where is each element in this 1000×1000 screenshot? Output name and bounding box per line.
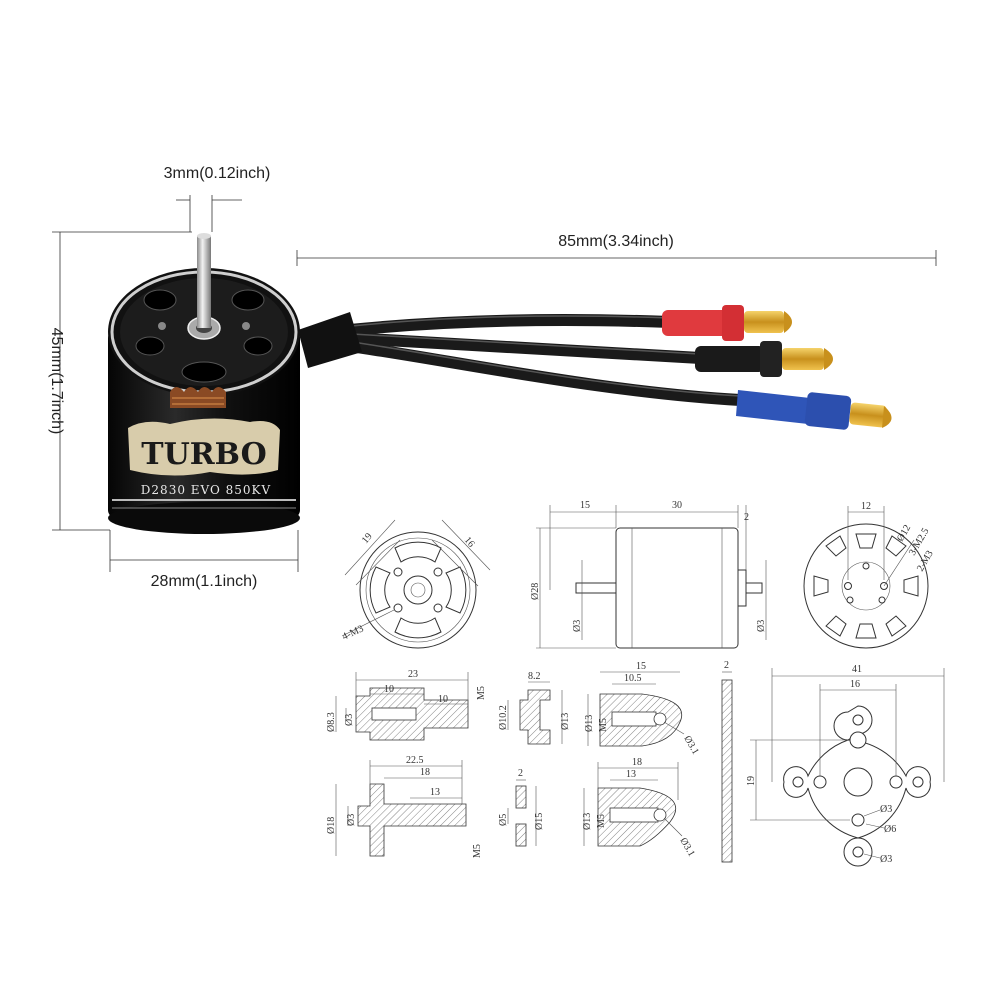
wire-bundle: [298, 312, 746, 406]
nut-b-drawing: 18 13 M5 Ø13 Ø3.1: [582, 757, 697, 859]
model-label: D2830 EVO 850KV: [141, 483, 271, 497]
nut-a-len-label: 15: [636, 661, 646, 672]
blue-connector: [736, 390, 892, 430]
height-dimension: 45mm(1.7inch): [48, 231, 192, 531]
collet-drawing: 8.2 Ø10.2 Ø13: [498, 671, 571, 745]
adapter-b-l2-label: 13: [430, 787, 440, 798]
front-view-drawing: 19 16 4-M3: [341, 519, 491, 649]
nut-a-tip-label: Ø3.1: [681, 734, 700, 757]
brand-logo: TURBO: [128, 418, 280, 476]
washer-din-label: Ø5: [498, 814, 509, 826]
collet-dout-label: Ø10.2: [498, 705, 509, 730]
adapter-a-len-label: 23: [408, 669, 418, 680]
adapter-a-dout-label: Ø8.3: [326, 712, 337, 732]
washer-t-label: 2: [518, 768, 523, 779]
nut-b-thread-label: M5: [596, 814, 607, 828]
side-dia-label: Ø28: [530, 583, 541, 600]
plate-h-label: 19: [746, 776, 757, 786]
plate-edge-t-label: 2: [724, 660, 729, 671]
rear-pcd-label: Ø12: [895, 523, 913, 543]
plate-w-label: 41: [852, 664, 862, 675]
front-d2-label: 16: [462, 535, 477, 550]
plate-d3-label: Ø3: [880, 854, 892, 865]
mounting-plate-drawing: 41 16 19 Ø3 Ø6 Ø3: [746, 664, 945, 867]
motor-body: TURBO D2830 EVO 850KV: [108, 233, 300, 534]
rear-view-drawing: 12 Ø12 3-M2.5 2-M3: [803, 501, 936, 649]
red-connector: [662, 305, 792, 341]
black-connector: [695, 341, 833, 377]
adapter-b-din-label: Ø3: [346, 814, 357, 826]
plate-d1-label: Ø3: [880, 804, 892, 815]
washer-dout-label: Ø15: [534, 813, 545, 830]
rear-w-label: 12: [861, 501, 871, 512]
adapter-b-thread-label: M5: [472, 844, 483, 858]
nut-a-thread-label: M5: [598, 718, 609, 732]
side-gap-label: 2: [744, 512, 749, 523]
front-d1-label: 19: [360, 531, 375, 546]
adapter-b-l1-label: 18: [420, 767, 430, 778]
diameter-label: 28mm(1.1inch): [151, 573, 258, 590]
adapter-b-dout-label: Ø18: [326, 817, 337, 834]
adapter-a-din-label: Ø3: [344, 714, 355, 726]
nut-b-tip-label: Ø3.1: [677, 836, 696, 859]
diameter-dimension: 28mm(1.1inch): [109, 530, 299, 590]
shaft-dimension-label: 3mm(0.12inch): [164, 165, 271, 182]
side-body-label: 30: [672, 500, 682, 511]
plate-edge-drawing: 2: [721, 660, 733, 863]
plate-d2-label: Ø6: [884, 824, 896, 835]
nut-a-l1-label: 10.5: [624, 673, 642, 684]
nut-b-l1-label: 13: [626, 769, 636, 780]
adapter-b-drawing: 22.5 18 13 M5 Ø18 Ø3: [326, 755, 483, 858]
adapter-a-l2-label: 10: [438, 694, 448, 705]
nut-a-dout-label: Ø13: [584, 715, 595, 732]
collet-din-label: Ø13: [560, 713, 571, 730]
shaft-dimension: 3mm(0.12inch): [164, 165, 271, 232]
cable-length-dimension: 85mm(3.34inch): [296, 233, 937, 266]
plate-inner-label: 16: [850, 679, 860, 690]
cable-length-label: 85mm(3.34inch): [558, 233, 674, 250]
adapter-b-len-label: 22.5: [406, 755, 424, 766]
nut-a-drawing: 15 10.5 M5 Ø13 Ø3.1: [584, 661, 701, 757]
washer-drawing: 2 Ø5 Ø15: [498, 768, 545, 847]
nut-b-len-label: 18: [632, 757, 642, 768]
side-view-drawing: 15 30 2 Ø28 Ø3 Ø3: [530, 500, 767, 649]
nut-b-dout-label: Ø13: [582, 813, 593, 830]
adapter-a-thread-label: M5: [476, 686, 487, 700]
motor-photo: TURBO D2830 EVO 850KV: [108, 233, 892, 534]
side-shaft-dia-label: Ø3: [572, 620, 583, 632]
side-shaft-dia2-label: Ø3: [756, 620, 767, 632]
brand-label: TURBO: [141, 437, 266, 472]
collet-w-label: 8.2: [528, 671, 541, 682]
height-label: 45mm(1.7inch): [48, 328, 65, 435]
adapter-a-l1-label: 10: [384, 684, 394, 695]
side-shaft-label: 15: [580, 500, 590, 511]
adapter-a-drawing: 23 10 10 M5 Ø8.3 Ø3: [326, 669, 487, 741]
front-holes-label: 4-M3: [341, 623, 366, 642]
